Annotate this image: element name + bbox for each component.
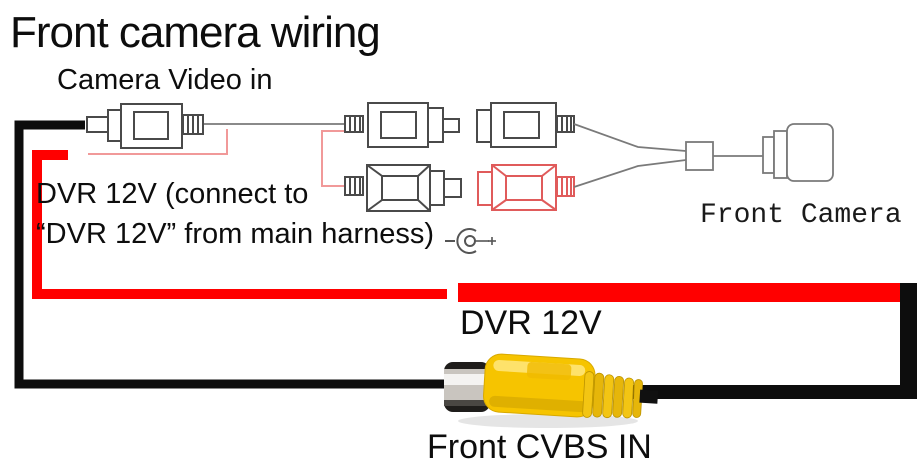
thin-red-wires — [88, 129, 345, 187]
rca-metal-barrel — [444, 362, 490, 412]
rca-male-middle-icon — [344, 102, 460, 148]
dvr-12v-note-line2: “DVR 12V” from main harness) — [36, 218, 435, 250]
dvr-12v-cable-label: DVR 12V — [460, 304, 602, 342]
front-camera-label: Front Camera — [700, 200, 902, 231]
dc-polarity-icon — [445, 228, 496, 254]
rca-camera-video-icon — [476, 102, 575, 148]
dvr-12v-note-line1: DVR 12V (connect to — [36, 178, 309, 210]
front-cvbs-in-label: Front CVBS IN — [427, 428, 652, 466]
page-title: Front camera wiring — [10, 8, 381, 57]
yellow-rca-jack-icon — [444, 353, 658, 428]
dvr-12v-note: DVR 12V (connect to “DVR 12V” from main … — [36, 174, 434, 254]
red-power-bar — [458, 283, 901, 302]
red-power-wire — [32, 150, 447, 299]
rca-camera-power-icon — [477, 164, 575, 211]
front-camera-icon — [762, 123, 834, 182]
black-video-wire — [14, 120, 447, 389]
rca-female-middle-icon — [344, 164, 462, 212]
camera-video-in-label: Camera Video in — [57, 64, 273, 96]
rca-male-left-icon — [86, 103, 204, 149]
camera-y-cable — [573, 123, 763, 188]
black-cable-right — [625, 283, 917, 399]
